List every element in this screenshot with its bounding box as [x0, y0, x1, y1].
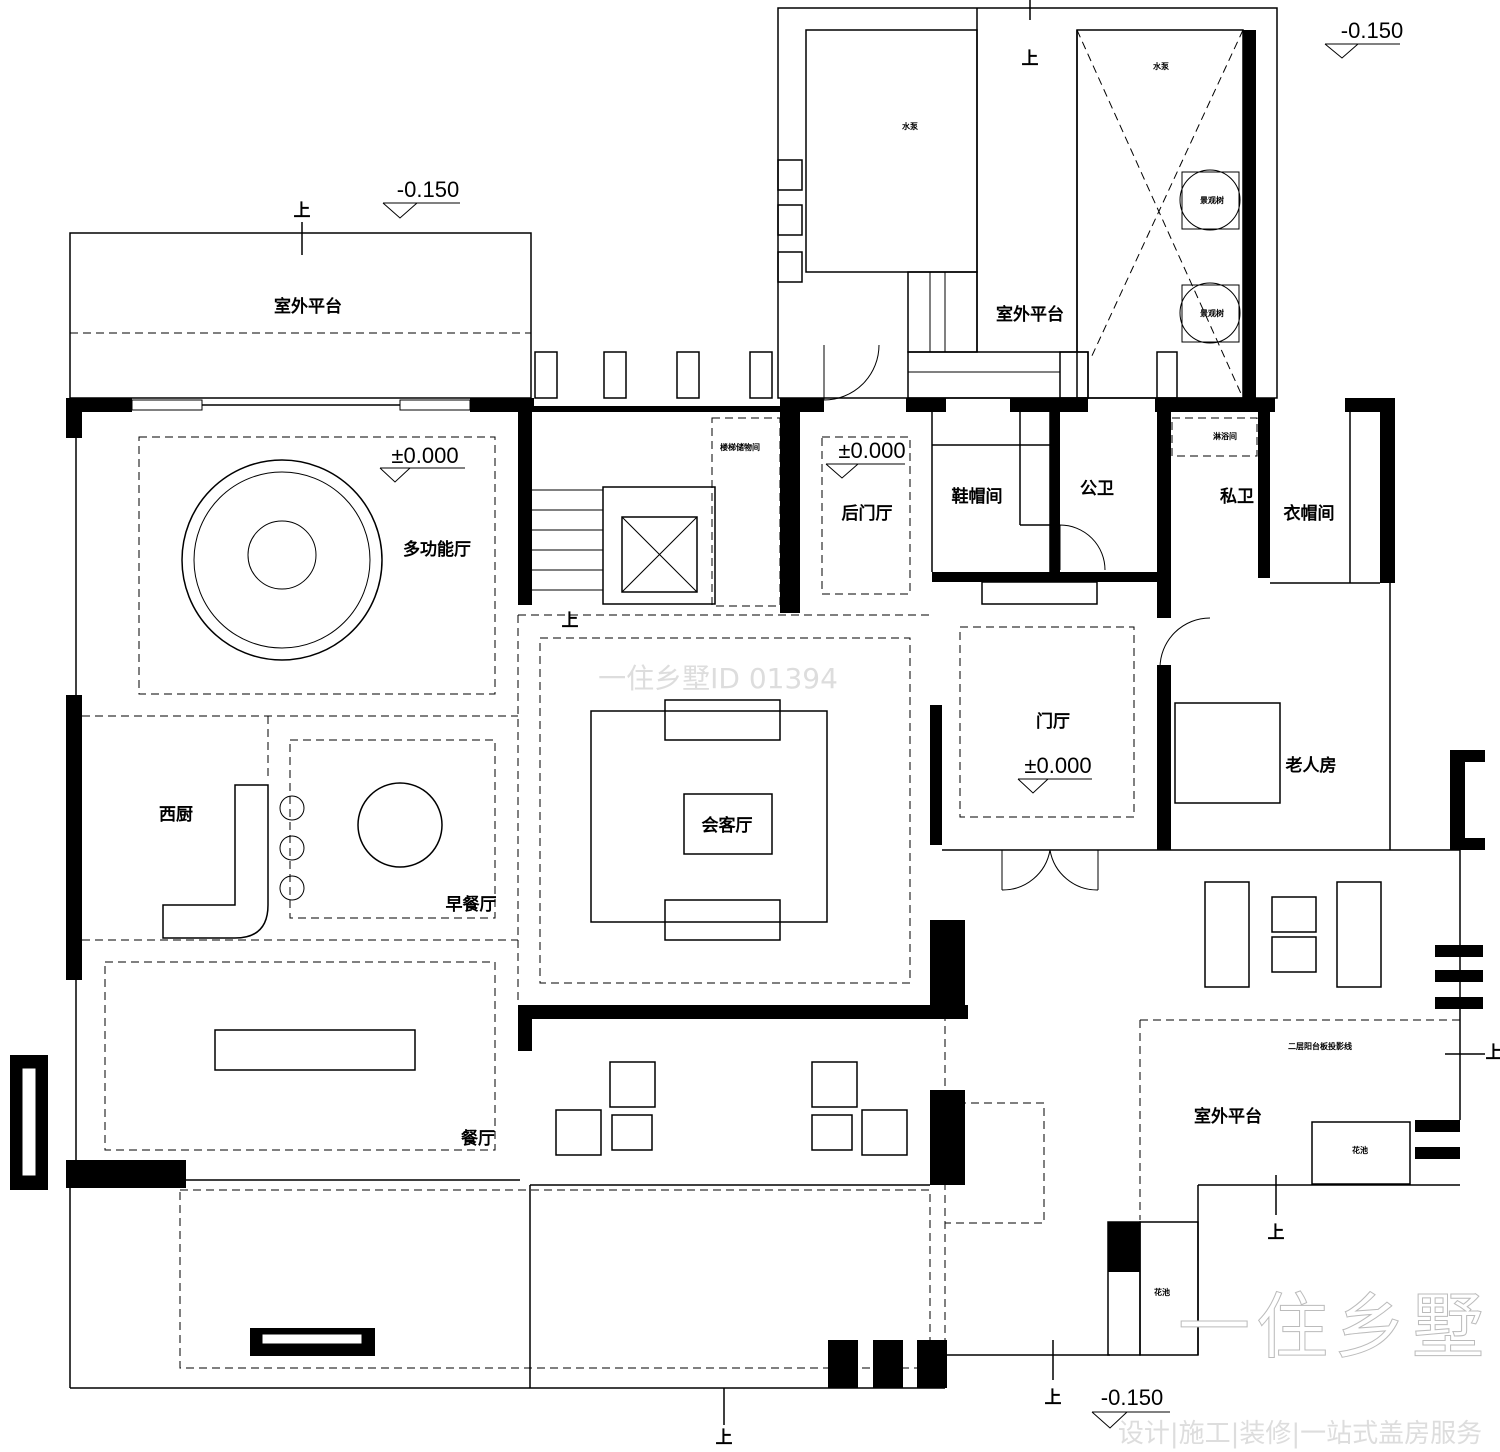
bed-icon: [1174, 702, 1281, 804]
svg-text:±0.000: ±0.000: [1024, 753, 1091, 778]
elevation-marks: ±0.000 ±0.000 ±0.000 -0.150 -0.150 -0.15…: [379, 18, 1403, 1429]
room-label: 鞋帽间: [952, 486, 1003, 507]
annex-top: [777, 7, 1278, 399]
elevation-mark: ±0.000: [379, 443, 465, 483]
elevation-mark: ±0.000: [825, 438, 906, 479]
up-arrow-label: 上: [294, 201, 311, 221]
kitchen-counter-icon: [162, 784, 269, 939]
tree-icon: [1179, 282, 1241, 344]
room-label: 花池: [1352, 1145, 1368, 1155]
room-label: 景观树: [1200, 308, 1224, 318]
svg-text:-0.150: -0.150: [397, 177, 459, 202]
walls: [66, 398, 1460, 1188]
elevation-mark: -0.150: [382, 177, 460, 219]
room-labels: 多功能厅 西厨 早餐厅 餐厅 会客厅 后门厅 鞋帽间 公卫 私卫 衣帽间 淋浴间…: [159, 61, 1368, 1297]
round-table-icon: [357, 782, 443, 868]
watermark-slogan: 设计|施工|装修|一站式盖房服务: [1118, 1419, 1482, 1449]
stove-icon: [981, 581, 1098, 605]
room-label: 西厨: [159, 805, 193, 825]
up-arrow-label: 上: [1022, 49, 1039, 69]
watermark: 一住乡墅ID 01394 一住乡墅 设计|施工|装修|一站式盖房服务: [598, 662, 1490, 1449]
room-label: 水泵: [1152, 61, 1169, 71]
room-label: 餐厅: [461, 1128, 495, 1149]
up-arrow-label: 上: [1045, 1388, 1062, 1408]
watermark-brand: 一住乡墅: [1178, 1285, 1490, 1369]
coffee-table-icon: [683, 793, 773, 855]
room-label: 多功能厅: [403, 539, 471, 560]
svg-text:-0.150: -0.150: [1101, 1385, 1163, 1410]
svg-text:±0.000: ±0.000: [838, 438, 905, 463]
elevation-mark: -0.150: [1091, 1385, 1170, 1429]
room-label: 室外平台: [274, 296, 342, 317]
elevation-mark: -0.150: [1324, 18, 1403, 59]
room-label: 室外平台: [996, 304, 1064, 325]
room-label: 室外平台: [1194, 1106, 1262, 1127]
tree-icon: [1179, 169, 1241, 231]
room-label: 私卫: [1220, 487, 1254, 507]
room-label: 公卫: [1080, 479, 1114, 499]
room-label: 早餐厅: [446, 894, 497, 915]
room-label: 楼梯储物间: [720, 442, 760, 452]
up-arrow-label: 上: [562, 611, 579, 631]
stair-elevator: [532, 417, 781, 607]
outdoor-bottom: [10, 750, 1485, 1389]
columns-top: [534, 351, 773, 399]
watermark-id: 一住乡墅ID 01394: [598, 662, 838, 695]
furniture: [162, 417, 1382, 1156]
up-arrow-label: 上: [716, 1428, 733, 1448]
terrace-top-left: [69, 232, 532, 399]
elevation-mark: ±0.000: [1017, 753, 1092, 794]
room-label: 门厅: [1036, 711, 1070, 732]
room-label: 二层阳台板投影线: [1288, 1041, 1352, 1051]
dining-table-icon: [214, 1029, 416, 1071]
round-sofa-icon: [181, 459, 383, 661]
zones: [82, 436, 1460, 1369]
doors: [823, 344, 1211, 891]
room-label: 老人房: [1285, 755, 1337, 776]
room-label: 衣帽间: [1284, 503, 1335, 524]
room-label: 景观树: [1200, 195, 1224, 205]
room-label: 后门厅: [842, 503, 893, 524]
room-label: 花池: [1154, 1287, 1170, 1297]
room-label: 淋浴间: [1213, 431, 1237, 441]
room-label: 水泵: [901, 121, 918, 131]
up-arrow-label: 上: [1486, 1043, 1500, 1063]
room-label: 会客厅: [702, 815, 753, 836]
up-arrows: 上 上 上 上 上 上 上: [294, 0, 1500, 1448]
svg-text:±0.000: ±0.000: [391, 443, 458, 468]
up-arrow-label: 上: [1268, 1223, 1285, 1243]
svg-text:-0.150: -0.150: [1341, 18, 1403, 43]
